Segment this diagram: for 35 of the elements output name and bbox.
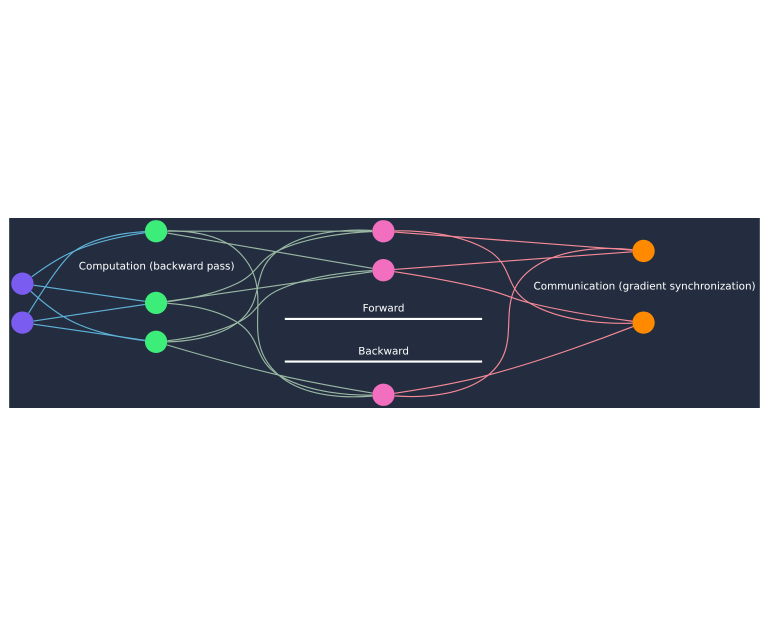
connector [167, 269, 372, 341]
node-circle [144, 220, 168, 242]
connector [394, 250, 632, 270]
connector [28, 230, 145, 314]
label: Computation (backward pass) [78, 260, 235, 272]
connector [167, 229, 372, 342]
connector [167, 230, 372, 302]
node-circle [11, 310, 34, 334]
connector [167, 232, 372, 268]
node-circle [144, 330, 168, 352]
connector [394, 230, 632, 324]
node-circle [632, 239, 655, 262]
connector [394, 230, 632, 250]
label: Communication (gradient synchronization) [533, 280, 756, 292]
connector [394, 247, 632, 397]
connector [166, 344, 372, 394]
node-circle [372, 258, 395, 281]
connector [30, 290, 145, 341]
node-circle [11, 272, 34, 294]
node-circle [372, 220, 395, 242]
connector [167, 302, 372, 396]
connector [167, 230, 372, 397]
node-circle [372, 383, 395, 406]
connector [394, 326, 634, 394]
connector [394, 270, 632, 322]
connector [33, 303, 145, 322]
node-circle [632, 310, 655, 334]
label: Backward [358, 344, 409, 357]
node-circle [144, 291, 168, 314]
connector [167, 270, 372, 302]
label: Forward [362, 302, 404, 314]
connector [33, 284, 145, 302]
connector [33, 323, 145, 340]
connector [167, 230, 372, 232]
connector [31, 232, 146, 277]
